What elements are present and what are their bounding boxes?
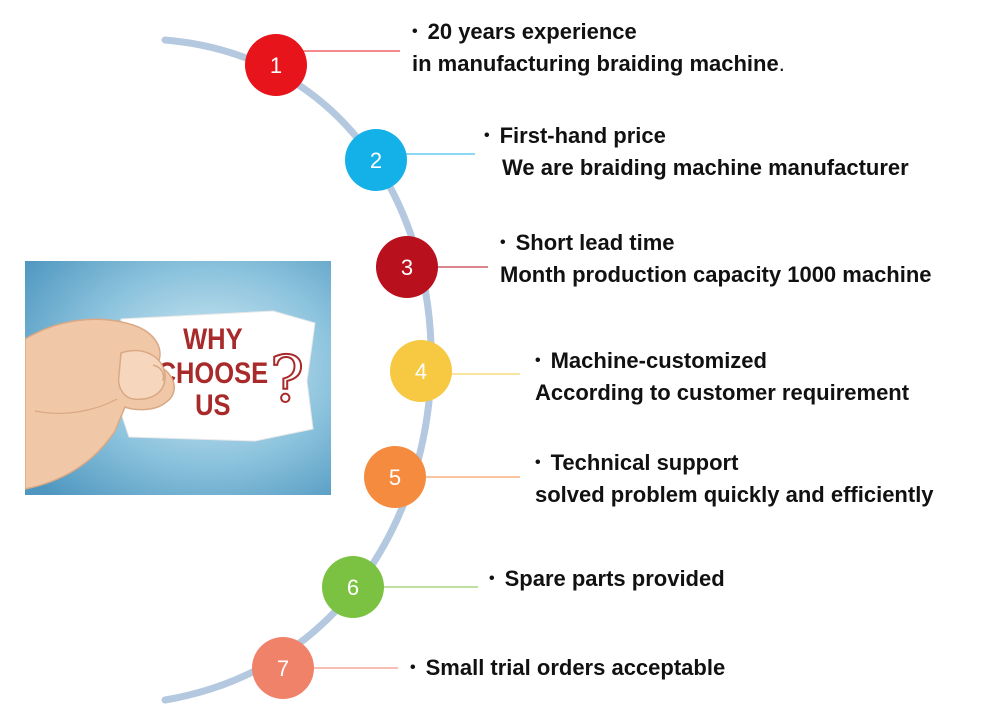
step-4-circle: 4 <box>390 340 452 402</box>
item-3-text: Short lead time Month production capacit… <box>500 227 932 291</box>
item-3-heading: Short lead time <box>500 227 932 259</box>
item-2-heading: First-hand price <box>484 120 909 152</box>
item-1-text: 20 years experience in manufacturing bra… <box>412 16 785 80</box>
svg-text:7: 7 <box>277 656 289 681</box>
why-choose-us-photo: WHY CHOOSE US ? <box>25 261 331 495</box>
item-4-subline: According to customer requirement <box>535 380 910 405</box>
item-4-heading: Machine-customized <box>535 345 909 377</box>
item-2-text: First-hand price We are braiding machine… <box>484 120 909 184</box>
svg-text:6: 6 <box>347 575 359 600</box>
svg-text:3: 3 <box>401 255 413 280</box>
hand-illustration <box>25 318 175 490</box>
item-7-heading: Small trial orders acceptable <box>410 652 726 684</box>
step-2-circle: 2 <box>345 129 407 191</box>
item-6-heading: Spare parts provided <box>489 563 725 595</box>
item-6-text: Spare parts provided <box>489 563 725 595</box>
sign-text-choose: CHOOSE <box>158 356 268 389</box>
step-1-circle: 1 <box>245 34 307 96</box>
sign-question-mark: ? <box>270 343 304 417</box>
item-1-subline: in manufacturing braiding machine. <box>412 51 785 76</box>
item-5-text: Technical support solved problem quickly… <box>535 447 934 511</box>
step-6-circle: 6 <box>322 556 384 618</box>
item-2-subline: We are braiding machine manufacturer <box>502 155 909 180</box>
item-5-heading: Technical support <box>535 447 934 479</box>
step-5-circle: 5 <box>364 446 426 508</box>
svg-text:4: 4 <box>415 359 427 384</box>
svg-text:1: 1 <box>270 53 282 78</box>
item-7-text: Small trial orders acceptable <box>410 652 726 684</box>
item-5-subline: solved problem quickly and efficiently <box>535 482 934 507</box>
sign-text-why: WHY <box>183 322 243 355</box>
svg-text:2: 2 <box>370 148 382 173</box>
item-1-heading: 20 years experience <box>412 16 785 48</box>
step-3-circle: 3 <box>376 236 438 298</box>
sign-text-us: US <box>195 388 230 421</box>
svg-text:5: 5 <box>389 465 401 490</box>
step-7-circle: 7 <box>252 637 314 699</box>
item-4-text: Machine-customized According to customer… <box>535 345 909 409</box>
item-3-subline: Month production capacity 1000 machine <box>500 262 932 287</box>
